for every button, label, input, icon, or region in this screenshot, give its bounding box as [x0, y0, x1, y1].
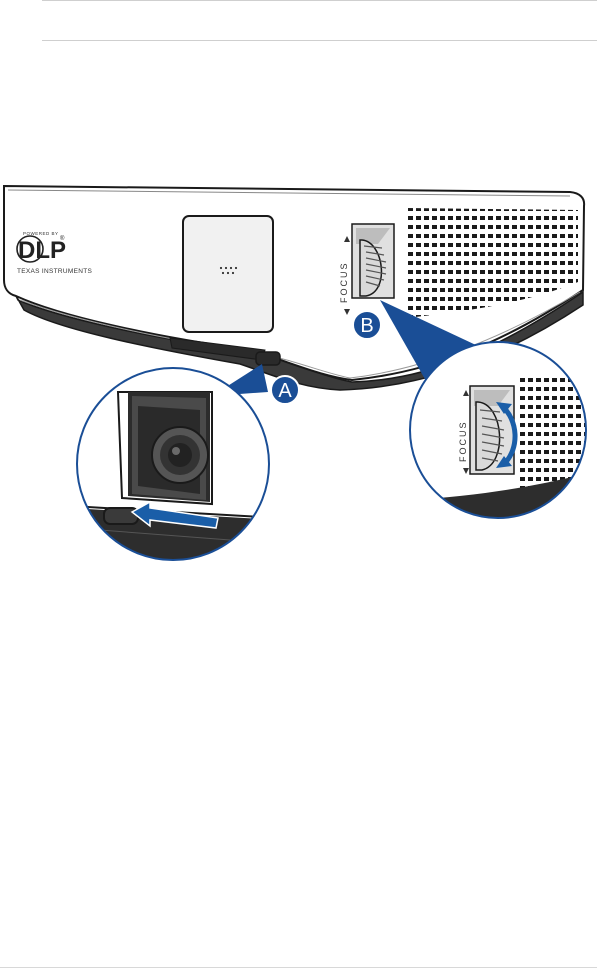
callout-a-badge: A — [271, 376, 299, 404]
footer-rule — [0, 967, 597, 968]
lens-cover-slider-zoomed[interactable] — [104, 508, 138, 524]
svg-text:®: ® — [60, 235, 65, 242]
svg-text:TEXAS INSTRUMENTS: TEXAS INSTRUMENTS — [17, 268, 93, 275]
lens-cover-slider[interactable] — [256, 352, 280, 365]
svg-text:A: A — [278, 380, 292, 402]
svg-text:POWERED BY: POWERED BY — [23, 231, 59, 236]
svg-text:B: B — [360, 315, 373, 337]
svg-text:DLP: DLP — [18, 237, 66, 264]
svg-text:FOCUS: FOCUS — [339, 262, 349, 304]
callout-b-badge: B — [353, 311, 381, 339]
zoom-detail-focus-wheel: FOCUS — [410, 340, 597, 530]
svg-text:FOCUS: FOCUS — [458, 421, 468, 463]
zoom-detail-lens-cover — [70, 368, 280, 560]
